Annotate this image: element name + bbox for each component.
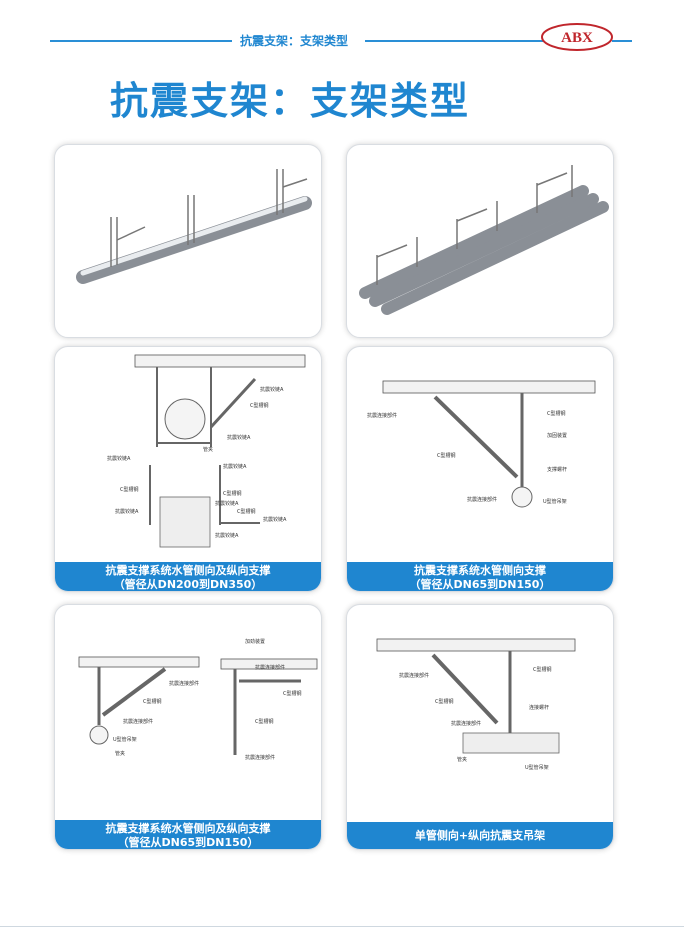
caption-line-1: 单管侧向+纵向抗震支吊架: [414, 829, 546, 842]
label-c-channel-2: C型槽钢: [283, 690, 302, 697]
label-hinge-a-7: 抗震铰链A: [263, 516, 287, 523]
footer-rule: [0, 926, 684, 927]
caption-line-1: 抗震支撑系统水管侧向及纵向支撑: [105, 822, 271, 835]
abx-logo: ABX: [541, 23, 613, 51]
panel-caption: 抗震支撑系统水管侧向及纵向支撑 （管径从DN65到DN150）: [55, 820, 321, 849]
panel-dn65-dn150-lateral-longitudinal: 抗震连接部件 C型槽钢 抗震连接部件 U型管吊架 管夹 加劲装置 抗震连接部件 …: [54, 604, 322, 850]
header-rule-right: [365, 40, 543, 42]
label-support-rod: 支撑螺杆: [547, 466, 567, 473]
label-hinge-a-8: 抗震铰链A: [215, 532, 239, 539]
caption-line-1: 抗震支撑系统水管侧向及纵向支撑: [105, 564, 271, 577]
label-hinge-a-2: 抗震铰链A: [227, 434, 251, 441]
label-c-channel-1: C型槽钢: [250, 402, 269, 409]
label-connector-2: 抗震连接部件: [467, 496, 497, 503]
label-hinge-a-1: 抗震铰链A: [260, 386, 284, 393]
label-c-channel-3: C型槽钢: [255, 718, 274, 725]
label-connector-1: 抗震连接部件: [169, 680, 199, 687]
label-c-channel-2: C型槽钢: [437, 452, 456, 459]
panel-caption: 抗震支撑系统水管侧向及纵向支撑 （管径从DN200到DN350）: [55, 562, 321, 591]
label-c-channel-4: C型槽钢: [237, 508, 256, 515]
label-hinge-a-4: 抗震铰链A: [223, 463, 247, 470]
label-pipe-clamp: 管夹: [115, 750, 125, 757]
label-connector-1: 抗震连接部件: [367, 412, 397, 419]
panel-dn200-dn350: 抗震铰链A C型槽钢 抗震铰链A 管夹 抗震铰链A 抗震铰链A C型槽钢 C型槽…: [54, 346, 322, 592]
label-connecting-rod: 连接螺杆: [529, 704, 549, 711]
label-c-channel-1: C型槽钢: [143, 698, 162, 705]
panel-single-pipe-3d: [54, 144, 322, 338]
panel-dn65-dn150-lateral: 抗震连接部件 C型槽钢 C型槽钢 加固装置 支撑螺杆 抗震连接部件 U型管吊架 …: [346, 346, 614, 592]
panel-caption: 单管侧向+纵向抗震支吊架: [347, 822, 613, 849]
single-pipe-illustration: [76, 169, 312, 284]
caption-line-2: （管径从DN65到DN150）: [117, 836, 259, 849]
header-rule-left: [50, 40, 232, 42]
label-stiffener: 加劲装置: [245, 638, 265, 645]
header-rule-end: [612, 40, 632, 42]
single-ll-diagram: C型槽钢 抗震连接部件 C型槽钢 连接螺杆 抗震连接部件 管夹 U型管吊架: [376, 638, 576, 771]
dn65-dn150-lateral-diagram: 抗震连接部件 C型槽钢 C型槽钢 加固装置 支撑螺杆 抗震连接部件 U型管吊架: [367, 380, 596, 508]
page-title: 抗震支架：支架类型: [110, 79, 471, 123]
caption-line-2: （管径从DN65到DN150）: [409, 578, 551, 591]
label-connector-2: 抗震连接部件: [451, 720, 481, 727]
label-c-channel-1: C型槽钢: [533, 666, 552, 673]
label-hinge-a-6: 抗震铰链A: [115, 508, 139, 515]
panel-single-lateral-longitudinal: C型槽钢 抗震连接部件 C型槽钢 连接螺杆 抗震连接部件 管夹 U型管吊架 单管…: [346, 604, 614, 850]
label-pipe-clamp: 管夹: [203, 446, 213, 453]
logo-text: ABX: [561, 30, 593, 46]
label-u-hanger: U型管吊架: [525, 764, 549, 771]
caption-line-2: （管径从DN200到DN350）: [113, 578, 263, 591]
label-connector-1: 抗震连接部件: [399, 672, 429, 679]
panel-multi-pipe-3d: [346, 144, 614, 338]
panel-caption: 抗震支撑系统水管侧向支撑 （管径从DN65到DN150）: [347, 562, 613, 591]
label-c-channel-3: C型槽钢: [223, 490, 242, 497]
label-connector-3: 抗震连接部件: [255, 664, 285, 671]
label-connector-2: 抗震连接部件: [123, 718, 153, 725]
label-stiffener: 加固装置: [547, 432, 567, 439]
label-u-hanger: U型管吊架: [113, 736, 137, 743]
label-connector-4: 抗震连接部件: [245, 754, 275, 761]
label-c-channel-2: C型槽钢: [435, 698, 454, 705]
label-u-hanger: U型管吊架: [543, 498, 567, 505]
label-c-channel-2: C型槽钢: [120, 486, 139, 493]
label-pipe-clamp: 管夹: [457, 756, 467, 763]
dn65-dn150-ll-diagram: 抗震连接部件 C型槽钢 抗震连接部件 U型管吊架 管夹 加劲装置 抗震连接部件 …: [78, 638, 318, 761]
dn200-dn350-diagram: 抗震铰链A C型槽钢 抗震铰链A 管夹 抗震铰链A 抗震铰链A C型槽钢 C型槽…: [107, 354, 306, 548]
header-section-title: 抗震支架：支架类型: [240, 34, 349, 48]
label-hinge-a-3: 抗震铰链A: [107, 455, 131, 462]
caption-line-1: 抗震支撑系统水管侧向支撑: [414, 564, 546, 577]
label-c-channel-1: C型槽钢: [547, 410, 566, 417]
multi-pipe-illustration: [359, 165, 609, 315]
label-hinge-a-5: 抗震铰链A: [215, 500, 239, 507]
